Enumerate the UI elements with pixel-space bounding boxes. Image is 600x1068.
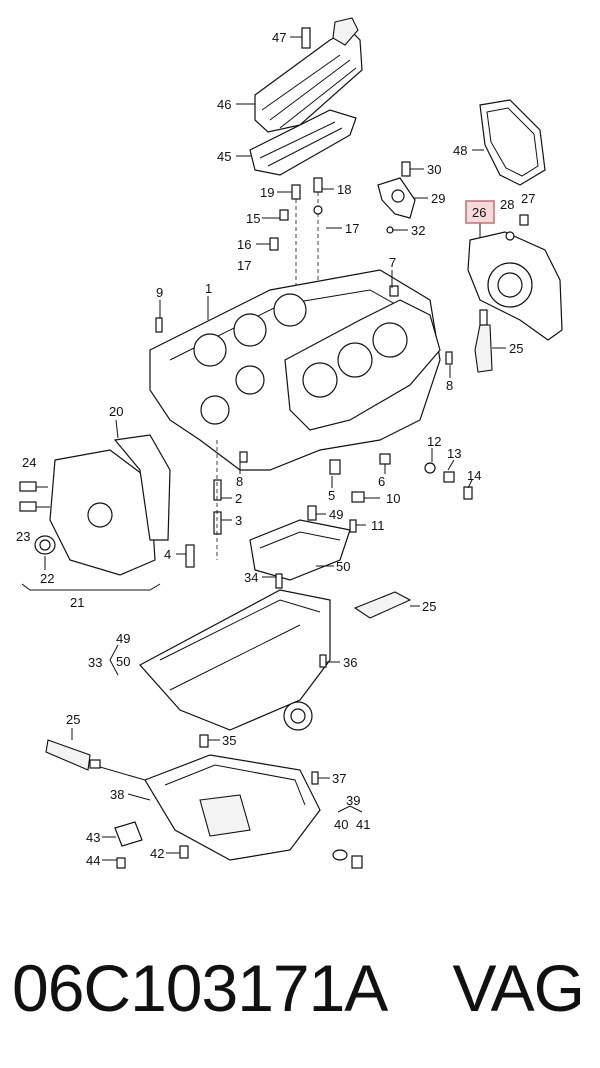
label-26-highlighted[interactable]: 26	[472, 205, 486, 220]
label-40: 40	[334, 817, 348, 832]
label-22: 22	[40, 571, 54, 586]
label-48: 48	[453, 143, 467, 158]
part-number: 06C103171A	[12, 951, 388, 1025]
label-32: 32	[411, 223, 425, 238]
baffle	[249, 519, 351, 581]
label-15: 15	[246, 211, 260, 226]
label-30: 30	[427, 162, 441, 177]
label-12: 12	[427, 434, 441, 449]
label-17a: 17	[345, 221, 359, 236]
label-24: 24	[22, 455, 36, 470]
misc-screws	[155, 214, 529, 859]
leader-lines	[21, 36, 506, 861]
label-29: 29	[431, 191, 445, 206]
label-43: 43	[86, 830, 100, 845]
label-28: 28	[500, 197, 514, 212]
label-17b: 17	[237, 258, 251, 273]
bolts-left	[19, 440, 222, 568]
label-35: 35	[222, 733, 236, 748]
label-7: 7	[389, 255, 396, 270]
label-47: 47	[272, 30, 286, 45]
lower-oil-pan	[144, 754, 321, 861]
brand-name: VAG	[452, 951, 585, 1025]
label-37: 37	[332, 771, 346, 786]
label-42: 42	[150, 846, 164, 861]
label-50a: 50	[336, 559, 350, 574]
label-2: 2	[235, 491, 242, 506]
label-8a: 8	[446, 378, 453, 393]
sealant-tube-upper	[474, 309, 493, 373]
exploded-parts-diagram: 47 46 45 48 19 18 30 15 17 29 16 28 27 3…	[16, 17, 563, 869]
upper-oil-pan	[139, 589, 331, 731]
bracket-29	[377, 177, 416, 219]
label-41: 41	[356, 817, 370, 832]
label-20: 20	[109, 404, 123, 419]
timing-cover-gasket	[479, 99, 546, 186]
label-19: 19	[260, 185, 274, 200]
label-4: 4	[164, 547, 171, 562]
label-8b: 8	[236, 474, 243, 489]
label-33: 33	[88, 655, 102, 670]
front-cover	[49, 434, 171, 576]
label-49b: 49	[116, 631, 130, 646]
label-25a: 25	[509, 341, 523, 356]
label-5: 5	[328, 488, 335, 503]
valve-cover-gasket	[249, 109, 357, 176]
label-14: 14	[467, 468, 481, 483]
label-25b: 25	[422, 599, 436, 614]
label-27: 27	[521, 191, 535, 206]
label-45: 45	[217, 149, 231, 164]
sealant-tube-middle	[353, 591, 412, 619]
head-gasket	[284, 299, 441, 431]
label-50b: 50	[116, 654, 130, 669]
label-44: 44	[86, 853, 100, 868]
oil-level-sensor	[114, 821, 143, 869]
rear-cover	[467, 231, 563, 341]
seal-22	[34, 535, 56, 555]
sealant-tube-lower	[45, 739, 101, 771]
label-21: 21	[70, 595, 84, 610]
label-10: 10	[386, 491, 400, 506]
label-36: 36	[343, 655, 357, 670]
label-18: 18	[337, 182, 351, 197]
label-13: 13	[447, 446, 461, 461]
valve-cover	[254, 17, 363, 133]
label-23: 23	[16, 529, 30, 544]
drain-plug	[332, 849, 363, 869]
label-1: 1	[205, 281, 212, 296]
label-38: 38	[110, 787, 124, 802]
label-49a: 49	[329, 507, 343, 522]
label-46: 46	[217, 97, 231, 112]
label-25c: 25	[66, 712, 80, 727]
label-11: 11	[371, 518, 385, 533]
highlighted-part-callout[interactable]	[465, 200, 495, 224]
part-labels: 47 46 45 48 19 18 30 15 17 29 16 28 27 3…	[16, 30, 535, 868]
label-34: 34	[244, 570, 258, 585]
label-16: 16	[237, 237, 251, 252]
label-6: 6	[378, 474, 385, 489]
label-3: 3	[235, 513, 242, 528]
label-9: 9	[156, 285, 163, 300]
label-39: 39	[346, 793, 360, 808]
